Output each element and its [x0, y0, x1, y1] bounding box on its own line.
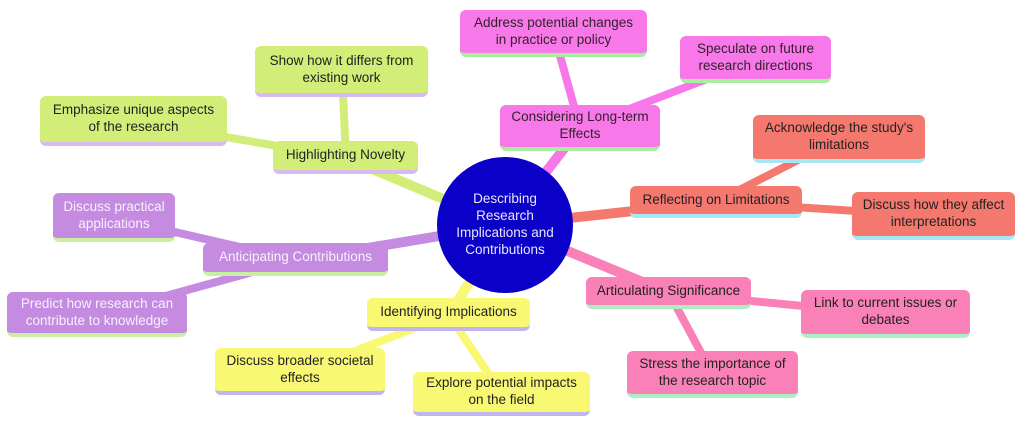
- leaf-discuss-affect-interpretations: Discuss how they affect interpretations: [852, 192, 1015, 240]
- branch-identifying-implications: Identifying Implications: [367, 298, 530, 331]
- leaf-show-how-it-differs: Show how it differs from existing work: [255, 46, 428, 97]
- branch-anticipating-contributions: Anticipating Contributions: [203, 243, 388, 276]
- leaf-explore-potential-impacts: Explore potential impacts on the field: [413, 372, 590, 416]
- leaf-speculate-future-directions: Speculate on future research directions: [680, 36, 831, 83]
- leaf-emphasize-unique-aspects: Emphasize unique aspects of the research: [40, 96, 227, 146]
- leaf-link-current-issues: Link to current issues or debates: [801, 290, 970, 338]
- branch-articulating-significance: Articulating Significance: [586, 277, 751, 309]
- branch-considering-long-term-effects: Considering Long-term Effects: [500, 105, 660, 151]
- root-node: Describing Research Implications and Con…: [437, 157, 573, 293]
- leaf-address-potential-changes: Address potential changes in practice or…: [460, 10, 647, 57]
- branch-highlighting-novelty: Highlighting Novelty: [273, 141, 418, 174]
- leaf-acknowledge-limitations: Acknowledge the study's limitations: [753, 115, 925, 163]
- leaf-discuss-broader-societal-effects: Discuss broader societal effects: [215, 348, 385, 395]
- leaf-predict-contribute-knowledge: Predict how research can contribute to k…: [7, 292, 187, 337]
- leaf-discuss-practical-applications: Discuss practical applications: [53, 193, 175, 242]
- leaf-stress-importance: Stress the importance of the research to…: [627, 351, 798, 398]
- branch-reflecting-on-limitations: Reflecting on Limitations: [630, 186, 802, 218]
